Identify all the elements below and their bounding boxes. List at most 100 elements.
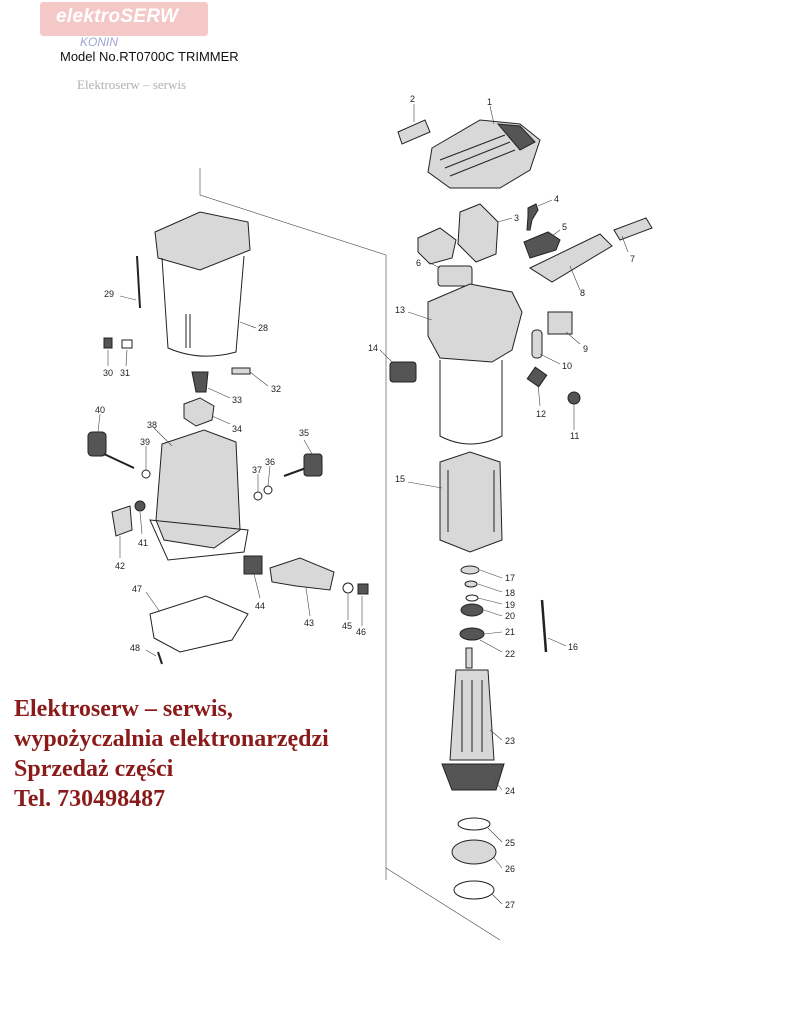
callout-7: 7 <box>630 254 635 264</box>
callout-11: 11 <box>570 431 579 441</box>
callout-44: 44 <box>255 601 265 611</box>
part-40-clamp-screw <box>87 431 135 469</box>
part-16-screw <box>540 599 548 653</box>
contact-line-parts: Sprzedaż części <box>14 756 174 782</box>
part-29-bolt <box>136 255 141 309</box>
logo-badge <box>40 2 208 36</box>
part-28-base-housing <box>154 211 251 357</box>
callout-23: 23 <box>505 736 515 746</box>
model-title: Model No.RT0700C TRIMMER <box>60 49 239 64</box>
callout-27: 27 <box>505 900 515 910</box>
part-38-base <box>149 429 249 561</box>
part-43-lever <box>269 557 335 591</box>
part-9-capacitor <box>547 311 573 335</box>
part-5-cord-guard <box>523 231 561 259</box>
part-34-nut <box>183 397 215 427</box>
contact-line-services: wypożyczalnia elektronarzędzi <box>14 726 329 752</box>
callout-40: 40 <box>95 405 105 415</box>
callout-33: 33 <box>232 395 242 405</box>
callout-43: 43 <box>304 618 314 628</box>
callout-19: 19 <box>505 600 515 610</box>
part-41-nut <box>134 500 146 512</box>
callout-2: 2 <box>410 94 415 104</box>
part-2-label <box>397 119 431 145</box>
part-13-motor-housing <box>427 283 523 445</box>
callout-30: 30 <box>103 368 113 378</box>
contact-block: Elektroserw – serwis, wypożyczalnia elek… <box>14 694 329 814</box>
part-11-brush-cap <box>567 391 581 405</box>
callout-15: 15 <box>395 474 405 484</box>
callout-28: 28 <box>258 323 268 333</box>
part-30-pin <box>103 337 113 349</box>
contact-line-phone: Tel. 730498487 <box>14 786 166 812</box>
callout-1: 1 <box>487 97 492 107</box>
part-32-pin <box>231 367 251 375</box>
callout-47: 47 <box>132 584 142 594</box>
callout-31: 31 <box>120 368 130 378</box>
contact-line-company: Elektroserw – serwis, <box>14 696 233 722</box>
part-6-terminal <box>437 265 473 287</box>
part-44-lock <box>243 555 263 575</box>
part-31-spring <box>121 339 133 349</box>
callout-25: 25 <box>505 838 515 848</box>
part-42-bracket <box>111 505 133 537</box>
part-33-collet <box>191 371 209 393</box>
part-10-filter <box>531 329 543 359</box>
part-12-carbon-brush <box>526 366 548 388</box>
callout-8: 8 <box>580 288 585 298</box>
part-24-fan <box>441 763 505 791</box>
part-8-cord-tube <box>528 233 613 283</box>
callout-14: 14 <box>368 343 378 353</box>
callout-12: 12 <box>536 409 546 419</box>
callout-labels: 1 2 3 4 5 6 7 8 9 10 11 12 13 14 15 16 1… <box>95 94 635 910</box>
callout-16: 16 <box>568 642 578 652</box>
callout-35: 35 <box>299 428 309 438</box>
callout-41: 41 <box>138 538 148 548</box>
part-25-ring <box>457 817 491 831</box>
part-1-housing-cover <box>427 119 541 189</box>
callout-42: 42 <box>115 561 125 571</box>
callout-29: 29 <box>104 289 114 299</box>
callout-46: 46 <box>356 627 366 637</box>
callout-21: 21 <box>505 627 515 637</box>
part-23-armature <box>449 647 495 761</box>
part-14-switch-lever <box>389 361 417 383</box>
callout-26: 26 <box>505 864 515 874</box>
callout-24: 24 <box>505 786 515 796</box>
part-27-o-ring <box>453 880 495 900</box>
callout-20: 20 <box>505 611 515 621</box>
callout-9: 9 <box>583 344 588 354</box>
part-46-nut <box>357 583 369 595</box>
callout-10: 10 <box>562 361 572 371</box>
callout-6: 6 <box>416 258 421 268</box>
callout-5: 5 <box>562 222 567 232</box>
part-47-base-plate <box>149 595 249 653</box>
callout-48: 48 <box>130 643 140 653</box>
callout-22: 22 <box>505 649 515 659</box>
callout-4: 4 <box>554 194 559 204</box>
part-45-washer <box>342 582 354 594</box>
callout-13: 13 <box>395 305 405 315</box>
callout-36: 36 <box>265 457 275 467</box>
watermark-text: Elektroserw – serwis <box>77 77 187 92</box>
part-35-knob <box>283 453 323 477</box>
part-39-washer <box>141 469 151 479</box>
part-4-screw <box>526 203 539 231</box>
callout-45: 45 <box>342 621 352 631</box>
callout-18: 18 <box>505 588 515 598</box>
part-7-cord <box>613 217 653 241</box>
part-3-switch <box>417 203 499 265</box>
part-48-screw <box>157 651 163 665</box>
part-17-22-bearings <box>459 565 485 641</box>
part-15-field <box>439 451 503 553</box>
part-26-bearing <box>451 839 497 865</box>
part-37-washer <box>253 491 263 501</box>
callout-34: 34 <box>232 424 242 434</box>
callout-37: 37 <box>252 465 262 475</box>
callout-39: 39 <box>140 437 150 447</box>
assembly-guide-lines <box>199 168 501 941</box>
callout-38: 38 <box>147 420 157 430</box>
callout-32: 32 <box>271 384 281 394</box>
callout-17: 17 <box>505 573 515 583</box>
